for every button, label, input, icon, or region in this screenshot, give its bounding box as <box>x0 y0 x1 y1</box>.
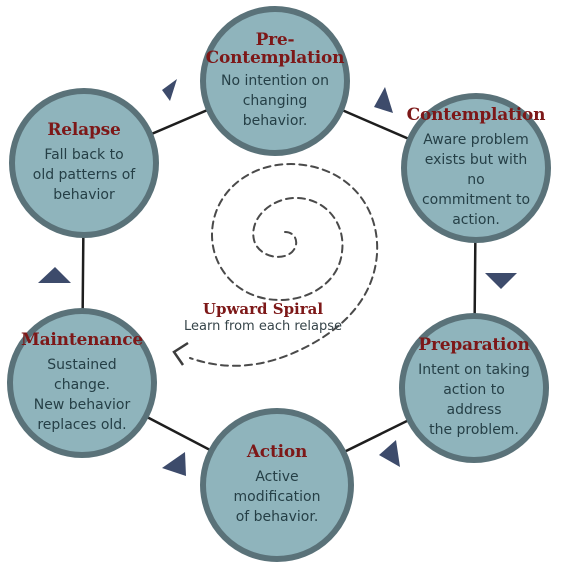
stage-title: Pre- Contemplation <box>206 31 345 67</box>
stage-title: Contemplation <box>406 104 546 125</box>
spiral-title: Upward Spiral <box>202 300 324 318</box>
spiral-dashes <box>189 162 379 367</box>
stage-preparation: Preparation Intent on taking action to a… <box>399 313 549 463</box>
arrow-preparation-to-action-icon <box>379 440 400 467</box>
stage-description: Aware problem exists but with no commitm… <box>421 131 531 228</box>
arrow-relapse-to-precontemplation-icon <box>162 79 177 101</box>
stage-description: Intent on taking action to address the p… <box>418 361 530 438</box>
stage-description: Sustained change. New behavior replaces … <box>33 356 131 433</box>
stage-description: No intention on changing behavior. <box>221 73 329 129</box>
stage-precontemplation: Pre- Contemplation No intention on chang… <box>200 6 350 156</box>
spiral-subtitle: Learn from each relapse <box>184 319 342 334</box>
arrow-contemplation-to-preparation-icon <box>485 273 517 289</box>
stage-contemplation: Contemplation Aware problem exists but w… <box>401 93 551 243</box>
stage-title-line1: Pre- <box>255 30 295 50</box>
arrow-precontemplation-to-contemplation-icon <box>374 87 393 113</box>
stage-title: Relapse <box>47 119 121 140</box>
arrow-action-to-maintenance-icon <box>162 452 186 476</box>
stage-title: Maintenance <box>20 329 144 350</box>
stage-description: Active modification of behavior. <box>233 468 321 525</box>
stage-title-line2: Contemplation <box>205 48 345 68</box>
stage-relapse: Relapse Fall back to old patterns of beh… <box>9 88 159 238</box>
stage-action: Action Active modification of behavior. <box>200 408 354 562</box>
spiral-path <box>189 162 379 367</box>
stage-title: Action <box>246 441 308 462</box>
stage-maintenance: Maintenance Sustained change. New behavi… <box>7 308 157 458</box>
spiral-arrowhead-icon <box>172 341 189 366</box>
stage-title: Preparation <box>418 334 530 355</box>
cycle-arrows <box>38 79 517 476</box>
arrow-maintenance-to-relapse-icon <box>38 267 71 283</box>
stage-description: Fall back to old patterns of behavior <box>32 146 136 203</box>
spiral-label: Upward Spiral Learn from each relapse <box>163 300 363 335</box>
